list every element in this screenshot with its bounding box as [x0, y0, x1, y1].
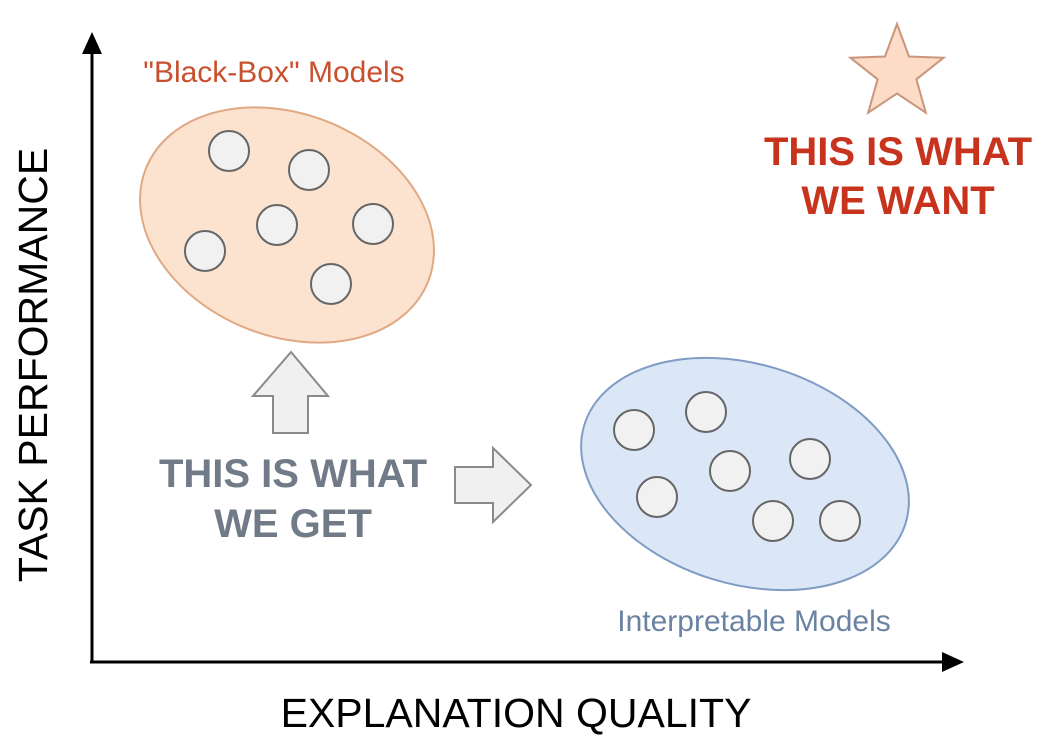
- interpretable-model: [819, 500, 861, 542]
- black-box-model: [288, 149, 330, 191]
- current-text-line2: WE GET: [214, 502, 372, 546]
- arrow-up-icon: [250, 350, 331, 434]
- y-axis-label: TASK PERFORMANCE: [10, 148, 56, 582]
- black-box-model: [256, 204, 298, 246]
- y-axis-arrowhead: [82, 32, 102, 54]
- black-box-model: [352, 203, 394, 245]
- interpretable-model: [752, 500, 794, 542]
- goal-text-line1: THIS IS WHAT: [764, 130, 1032, 174]
- interpretable-model: [709, 450, 751, 492]
- arrow-right-icon: [454, 445, 533, 525]
- black-box-model: [184, 230, 226, 272]
- black-box-model: [208, 130, 250, 172]
- star-icon: [847, 21, 947, 116]
- interpretable-model: [636, 476, 678, 518]
- interpretable-cluster: [580, 356, 910, 592]
- interpretable-label: Interpretable Models: [617, 605, 891, 638]
- black-box-label: "Black-Box" Models: [143, 56, 404, 89]
- black-box-cluster: [139, 106, 435, 344]
- black-box-model: [310, 263, 352, 305]
- x-axis-label: EXPLANATION QUALITY: [281, 690, 752, 736]
- current-text-line1: THIS IS WHAT: [159, 452, 427, 496]
- interpretable-model: [685, 391, 727, 433]
- goal-text-line2: WE WANT: [801, 179, 994, 223]
- interpretable-model: [789, 438, 831, 480]
- x-axis-arrowhead: [942, 652, 964, 672]
- axes: [82, 32, 964, 672]
- interpretable-model: [613, 409, 655, 451]
